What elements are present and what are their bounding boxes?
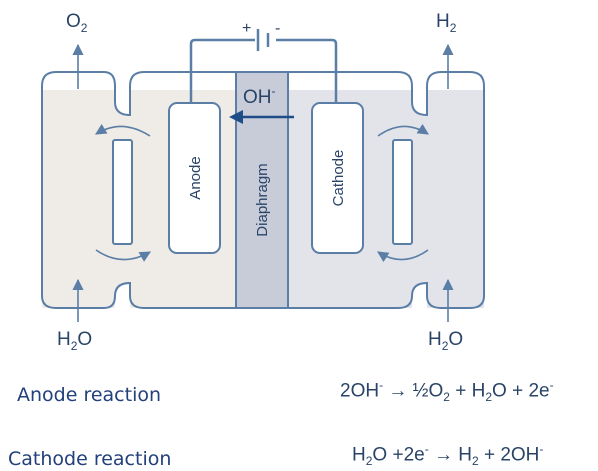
hydrogen-label: H2: [436, 11, 457, 35]
diaphragm-label: Diaphragm: [254, 163, 271, 236]
anode-reaction-equation: 2OH- → ½O2 + H2O + 2e-: [340, 378, 554, 405]
battery-minus-sign: -: [275, 20, 280, 37]
cathode-reaction-equation: H2O +2e- → H2 + 2OH-: [352, 442, 544, 469]
cathode-electrode: [311, 102, 364, 254]
right-baffle: [392, 139, 413, 245]
right-circulation-bottom-arrow: [377, 249, 429, 263]
oxygen-label: O2: [66, 11, 88, 35]
water-label-left: H2O: [57, 329, 92, 353]
right-circulation-top-arrow: [377, 123, 429, 137]
left-baffle: [112, 139, 133, 245]
water-label-right: H2O: [428, 329, 463, 353]
battery-plus-sign: +: [242, 20, 251, 37]
ion-arrowhead: [229, 110, 243, 124]
cathode-reaction-label: Cathode reaction: [8, 448, 172, 470]
diaphragm: [235, 71, 289, 309]
left-circulation-top-arrow: [95, 123, 151, 137]
anode-reaction-label: Anode reaction: [17, 384, 162, 406]
left-circulation-bottom-arrow: [95, 249, 151, 262]
anode-electrode: [168, 102, 221, 254]
circuit-wire: [189, 38, 338, 103]
anode-label: Anode: [187, 156, 204, 199]
hydroxide-ion-label: OH-: [243, 84, 276, 108]
cathode-label: Cathode: [330, 150, 347, 207]
cell-outline: [41, 71, 485, 309]
